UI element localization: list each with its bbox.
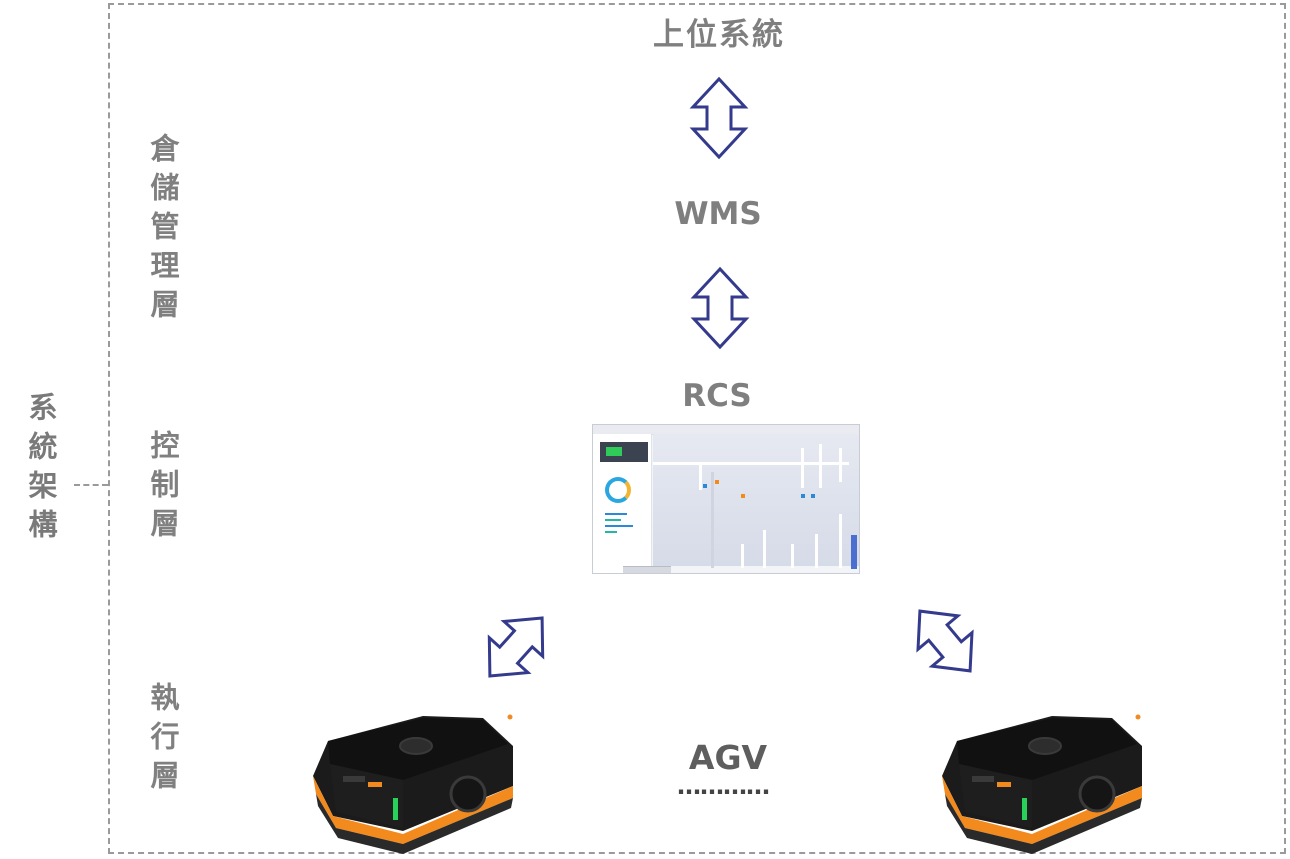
control-layer-label: 控制層 xyxy=(146,430,180,547)
rcs-screenshot-thumbnail xyxy=(592,424,860,574)
agv-map-marker xyxy=(703,484,707,488)
map-road xyxy=(801,448,804,488)
map-road xyxy=(763,530,766,568)
system-architecture-label: 系統架構 xyxy=(24,392,58,548)
diagram-frame xyxy=(108,3,1286,854)
agv-ellipsis: ………… xyxy=(677,772,770,800)
agv-map-marker xyxy=(801,494,805,498)
agv-right-marker-icon xyxy=(1135,714,1141,720)
rcs-screenshot-bar xyxy=(605,531,617,533)
warehouse-management-layer-label: 倉儲管理層 xyxy=(146,133,180,328)
map-road xyxy=(819,444,822,488)
map-road xyxy=(741,544,744,568)
map-road xyxy=(711,472,714,568)
upper-system-label: 上位系統 xyxy=(653,17,785,53)
wms-label: WMS xyxy=(674,196,762,232)
map-road xyxy=(839,514,842,568)
rcs-right-agv-double-arrow xyxy=(898,592,992,690)
upper-wms-double-arrow xyxy=(691,77,747,159)
agv-label: AGV xyxy=(688,738,768,777)
battery-icon xyxy=(606,447,622,456)
rcs-screenshot-toolbar xyxy=(851,535,857,569)
rcs-screenshot-taskbar xyxy=(623,566,671,573)
map-road xyxy=(815,534,818,568)
frame-connector-line xyxy=(74,484,108,486)
agv-left-marker-icon xyxy=(507,714,513,720)
agv-robot-right-icon xyxy=(940,714,1144,856)
rcs-screenshot-bar xyxy=(605,513,627,515)
agv-robot-left-icon xyxy=(311,714,515,856)
map-road xyxy=(791,544,794,568)
rcs-left-agv-double-arrow xyxy=(469,599,563,695)
agv-map-marker xyxy=(715,480,719,484)
rcs-screenshot-map xyxy=(653,434,859,568)
rcs-screenshot-bar xyxy=(605,519,621,521)
donut-chart-icon xyxy=(605,477,631,503)
map-road xyxy=(699,462,702,490)
map-road xyxy=(653,462,849,465)
map-road xyxy=(839,448,842,482)
execution-layer-label: 執行層 xyxy=(146,682,180,799)
rcs-screenshot-bar xyxy=(605,525,633,527)
agv-map-marker xyxy=(811,494,815,498)
wms-rcs-double-arrow xyxy=(692,267,748,349)
rcs-label: RCS xyxy=(682,378,752,414)
agv-map-marker xyxy=(741,494,745,498)
